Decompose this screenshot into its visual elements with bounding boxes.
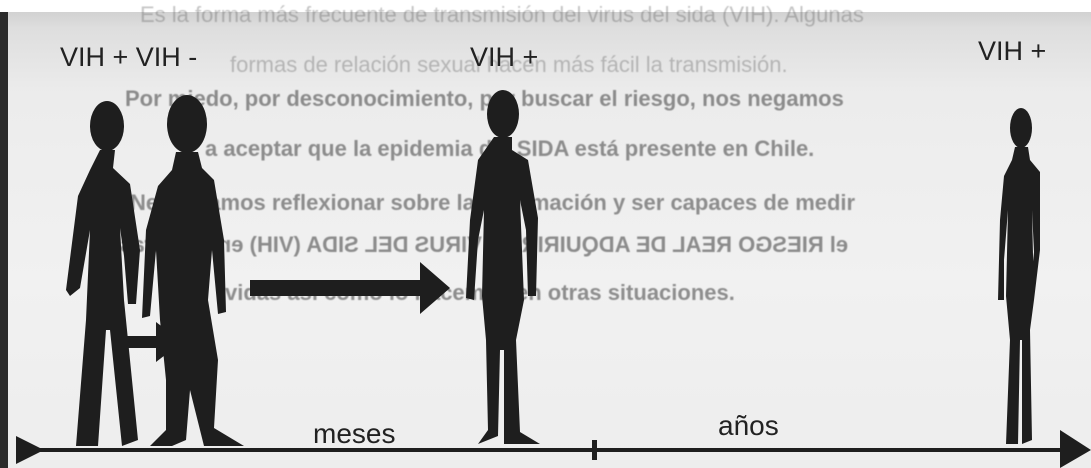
timeline-label-meses: meses [313, 418, 396, 449]
label-pair-status: VIH + VIH - [60, 42, 198, 72]
bleed-line-2: formas de relación sexual hacen más fáci… [230, 52, 788, 77]
person-right-figure [998, 108, 1040, 444]
label-right-status: VIH + [978, 36, 1047, 66]
person-middle-figure [466, 90, 540, 444]
label-middle-status: VIH + [470, 42, 539, 72]
top-margin [0, 0, 1091, 12]
person-second-figure [142, 95, 244, 446]
page-edge-shadow [0, 12, 8, 468]
timeline-label-anos: años [718, 410, 779, 441]
bleed-line-1: Es la forma más frecuente de transmisión… [140, 2, 864, 27]
transmission-arrow [112, 322, 182, 362]
person-left-figure [66, 101, 140, 446]
bleed-line-3: Por miedo, por desconocimiento, por busc… [125, 86, 844, 111]
big-right-arrow [250, 262, 450, 314]
timeline-arrow [16, 430, 1091, 468]
